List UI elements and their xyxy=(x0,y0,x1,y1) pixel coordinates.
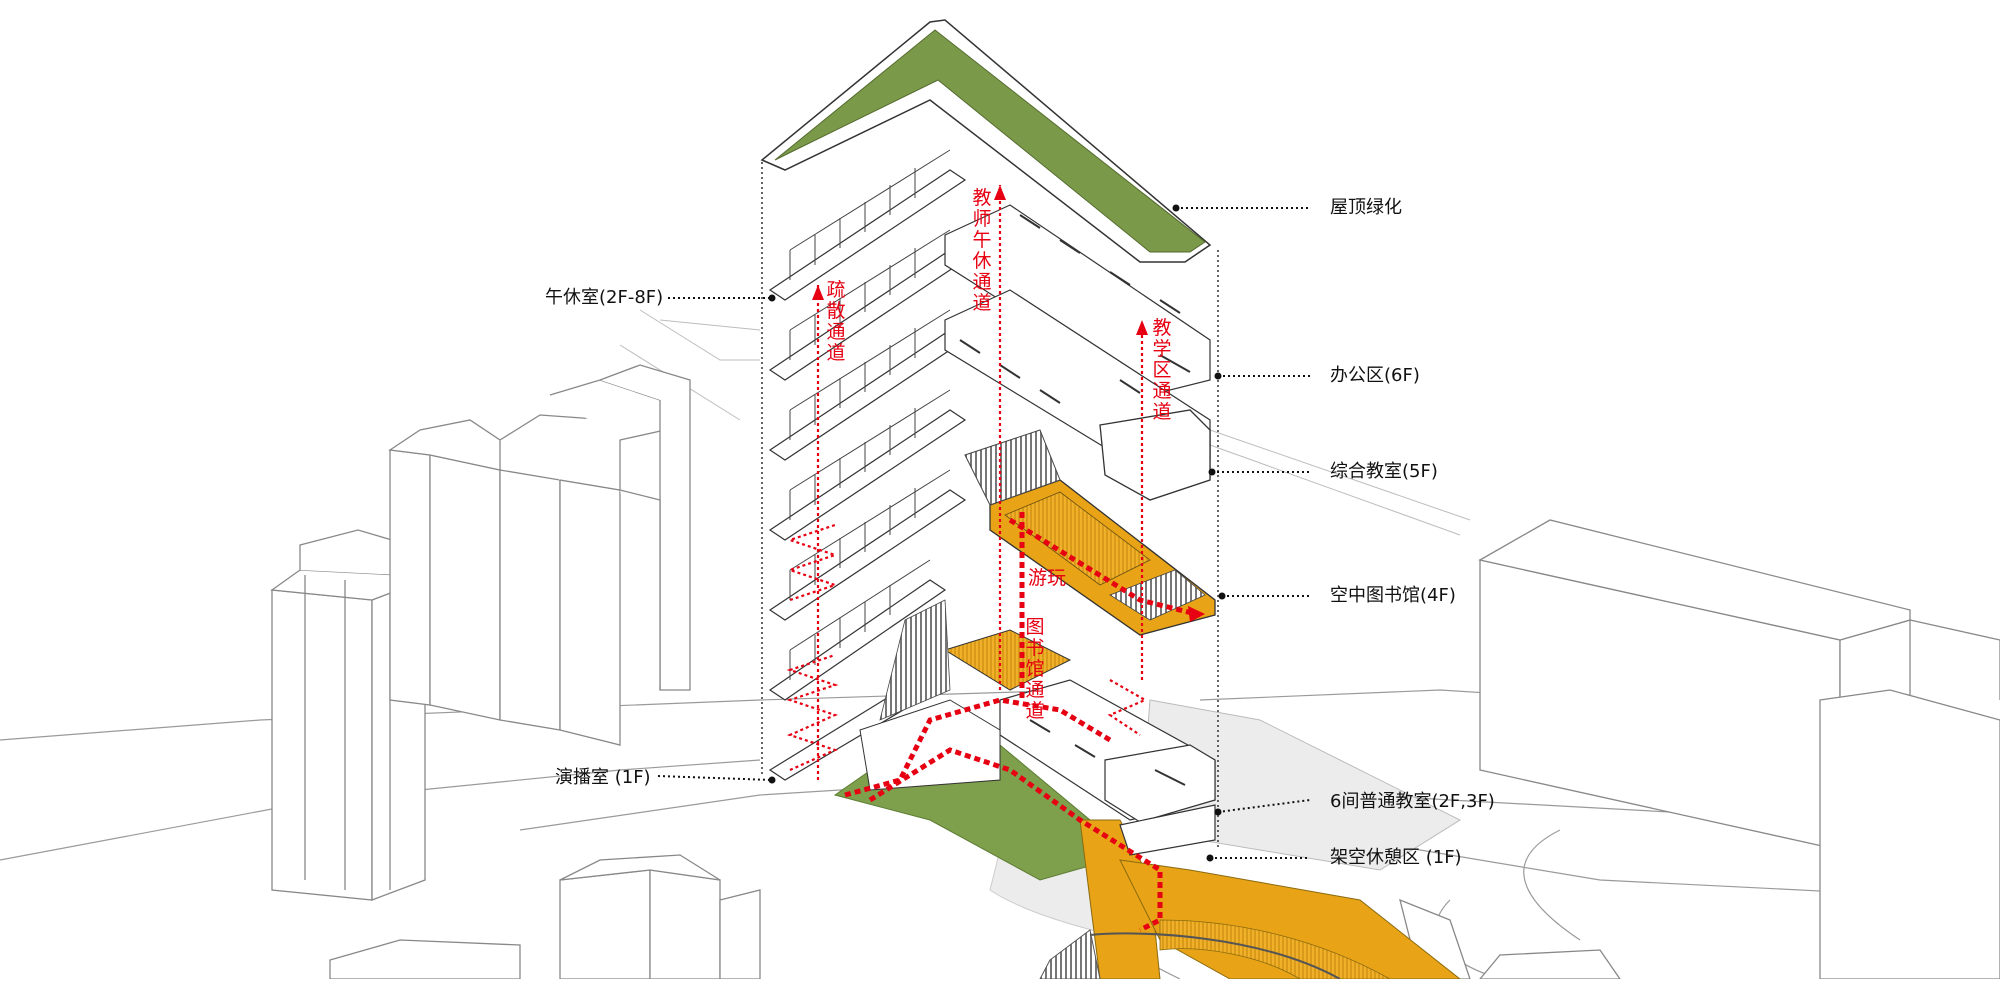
library-arrow xyxy=(1188,606,1205,622)
route-evacuation xyxy=(786,285,839,780)
context-ramp xyxy=(1399,898,1622,980)
stair-screen xyxy=(879,599,951,721)
lower-classrooms xyxy=(999,679,1216,856)
context-building-cluster xyxy=(388,364,691,746)
library-shelves xyxy=(1004,491,1151,586)
route-label-library: 图书馆通道 xyxy=(1025,616,1045,722)
left-wing-cells xyxy=(789,149,951,680)
label-nap-room: 午休室(2F-8F) xyxy=(545,287,664,308)
classroom-5f xyxy=(1099,409,1211,501)
lower-windows xyxy=(1029,719,1186,786)
roof-green xyxy=(774,29,1206,253)
label-comprehensive-classroom: 综合教室(5F) xyxy=(1330,461,1438,482)
evac-arrow xyxy=(812,285,824,300)
teaching-arrow xyxy=(1136,320,1148,335)
glass-fence xyxy=(1039,929,1101,980)
label-office: 办公区(6F) xyxy=(1330,365,1420,386)
library-glass xyxy=(964,429,1061,506)
label-roof-green: 屋顶绿化 xyxy=(1330,197,1402,218)
route-label-play: 游玩 xyxy=(1027,567,1066,589)
deck-2f xyxy=(943,629,1072,691)
context-building-lower-left xyxy=(329,854,761,980)
route-label-teaching-area: 教学区通道 xyxy=(1152,317,1172,423)
label-sky-library: 空中图书馆(4F) xyxy=(1330,585,1456,606)
label-open-lounge: 架空休憩区 (1F) xyxy=(1330,847,1462,868)
teacher-arrow xyxy=(994,185,1006,200)
route-label-evacuation: 疏散通道 xyxy=(826,279,846,364)
route-play-library xyxy=(844,510,1201,933)
building-section-box xyxy=(761,162,1219,850)
label-performance-room: 演播室 (1F) xyxy=(555,767,651,788)
callout-leaders xyxy=(657,207,1311,859)
podium-block xyxy=(859,699,1001,791)
label-regular-classrooms: 6间普通教室(2F,3F) xyxy=(1330,791,1495,812)
library-stacks xyxy=(1109,569,1206,621)
route-teaching-area xyxy=(1107,320,1148,736)
context-building-right xyxy=(1478,519,2000,980)
rail xyxy=(1089,932,1341,980)
route-label-teacher-nap: 教师午休通道 xyxy=(972,187,992,314)
callout-dots xyxy=(768,204,1226,862)
